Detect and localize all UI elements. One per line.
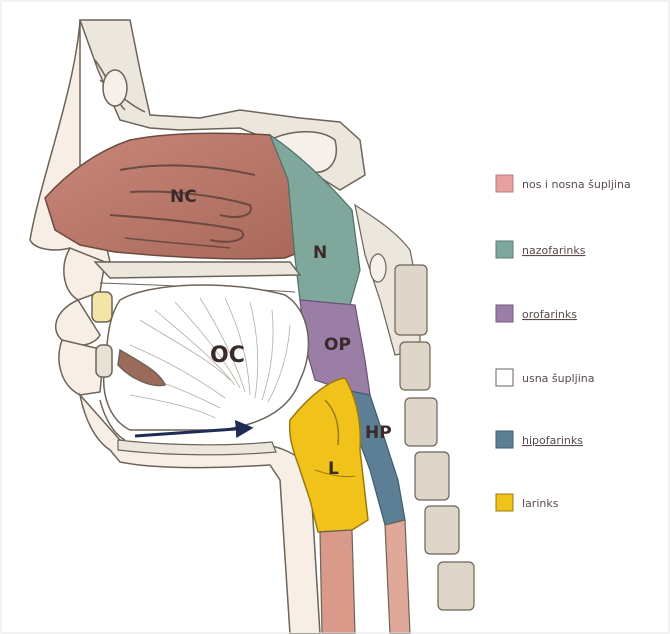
legend-swatch [496,175,513,192]
label-hp: HP [365,423,392,443]
legend-item: nazofarinks [496,241,586,258]
label-l: L [328,459,339,479]
legend-swatch [496,494,513,511]
oral-cavity-region [104,285,309,430]
legend-item: usna šupljina [496,369,594,386]
label-nc: NC [170,187,197,207]
legend-item: orofarinks [496,305,577,322]
legend-label: larinks [522,497,559,510]
label-n: N [313,243,327,263]
legend-swatch [496,305,513,322]
legend-swatch [496,369,513,386]
legend-item: larinks [496,494,559,511]
label-op: OP [324,335,351,355]
legend-label: nazofarinks [522,244,586,257]
legend-swatch [496,241,513,258]
legend-label: nos i nosna šupljina [522,178,631,191]
legend-label: hipofarinks [522,434,583,447]
legend-label: usna šupljina [522,372,594,385]
legend-label: orofarinks [522,308,577,321]
label-oc: OC [210,343,245,368]
legend-swatch [496,431,513,448]
legend-item: hipofarinks [496,431,583,448]
